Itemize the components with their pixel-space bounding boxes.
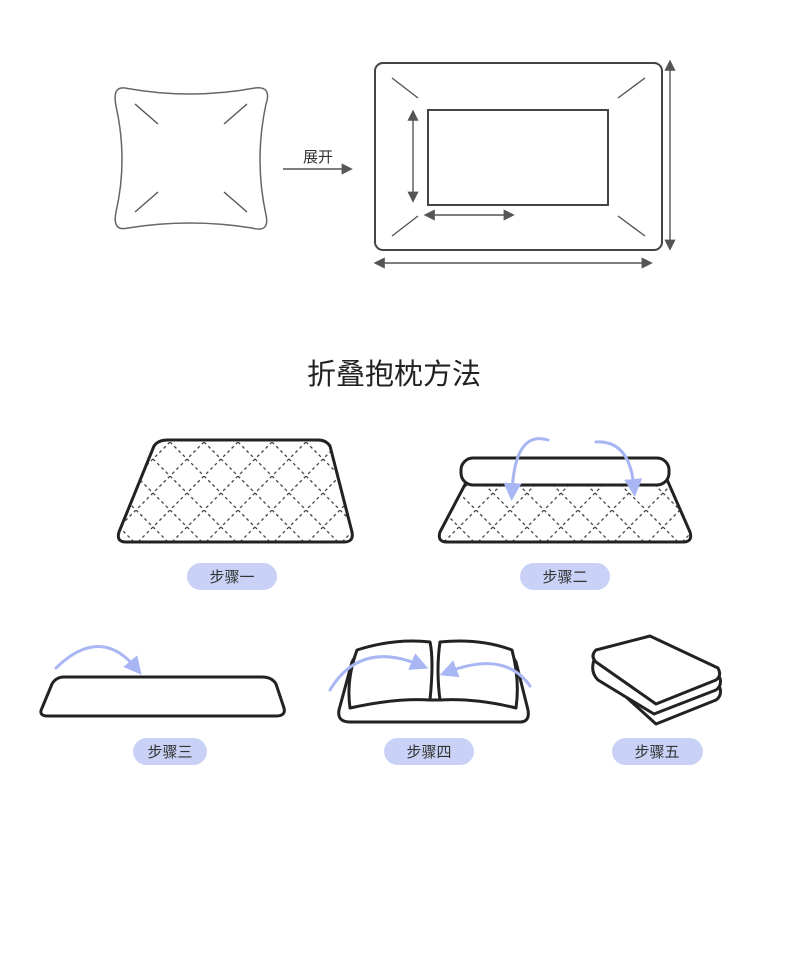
step-5-badge: 步骤五 [612,738,703,765]
step-5-label: 步骤五 [634,743,679,761]
section-title: 折叠抱枕方法 [307,357,481,391]
step-1-illustration [116,438,354,544]
pillow-folded-illustration [114,87,269,230]
pillow-unfolded-illustration [373,59,676,269]
step-3-label: 步骤三 [147,743,192,761]
step-5-illustration [591,634,722,726]
step-3-illustration [39,645,286,718]
step-1-badge: 步骤一 [187,563,277,590]
step-4-badge: 步骤四 [384,738,474,765]
unfold-label: 展开 [303,148,333,166]
step-2-label: 步骤二 [542,568,587,586]
step-1-label: 步骤一 [209,568,254,586]
step-4-label: 步骤四 [406,743,451,761]
step-3-badge: 步骤三 [133,738,207,765]
step-2-badge: 步骤二 [520,563,610,590]
step-2-illustration [437,437,693,544]
step-4-illustration [328,639,532,724]
